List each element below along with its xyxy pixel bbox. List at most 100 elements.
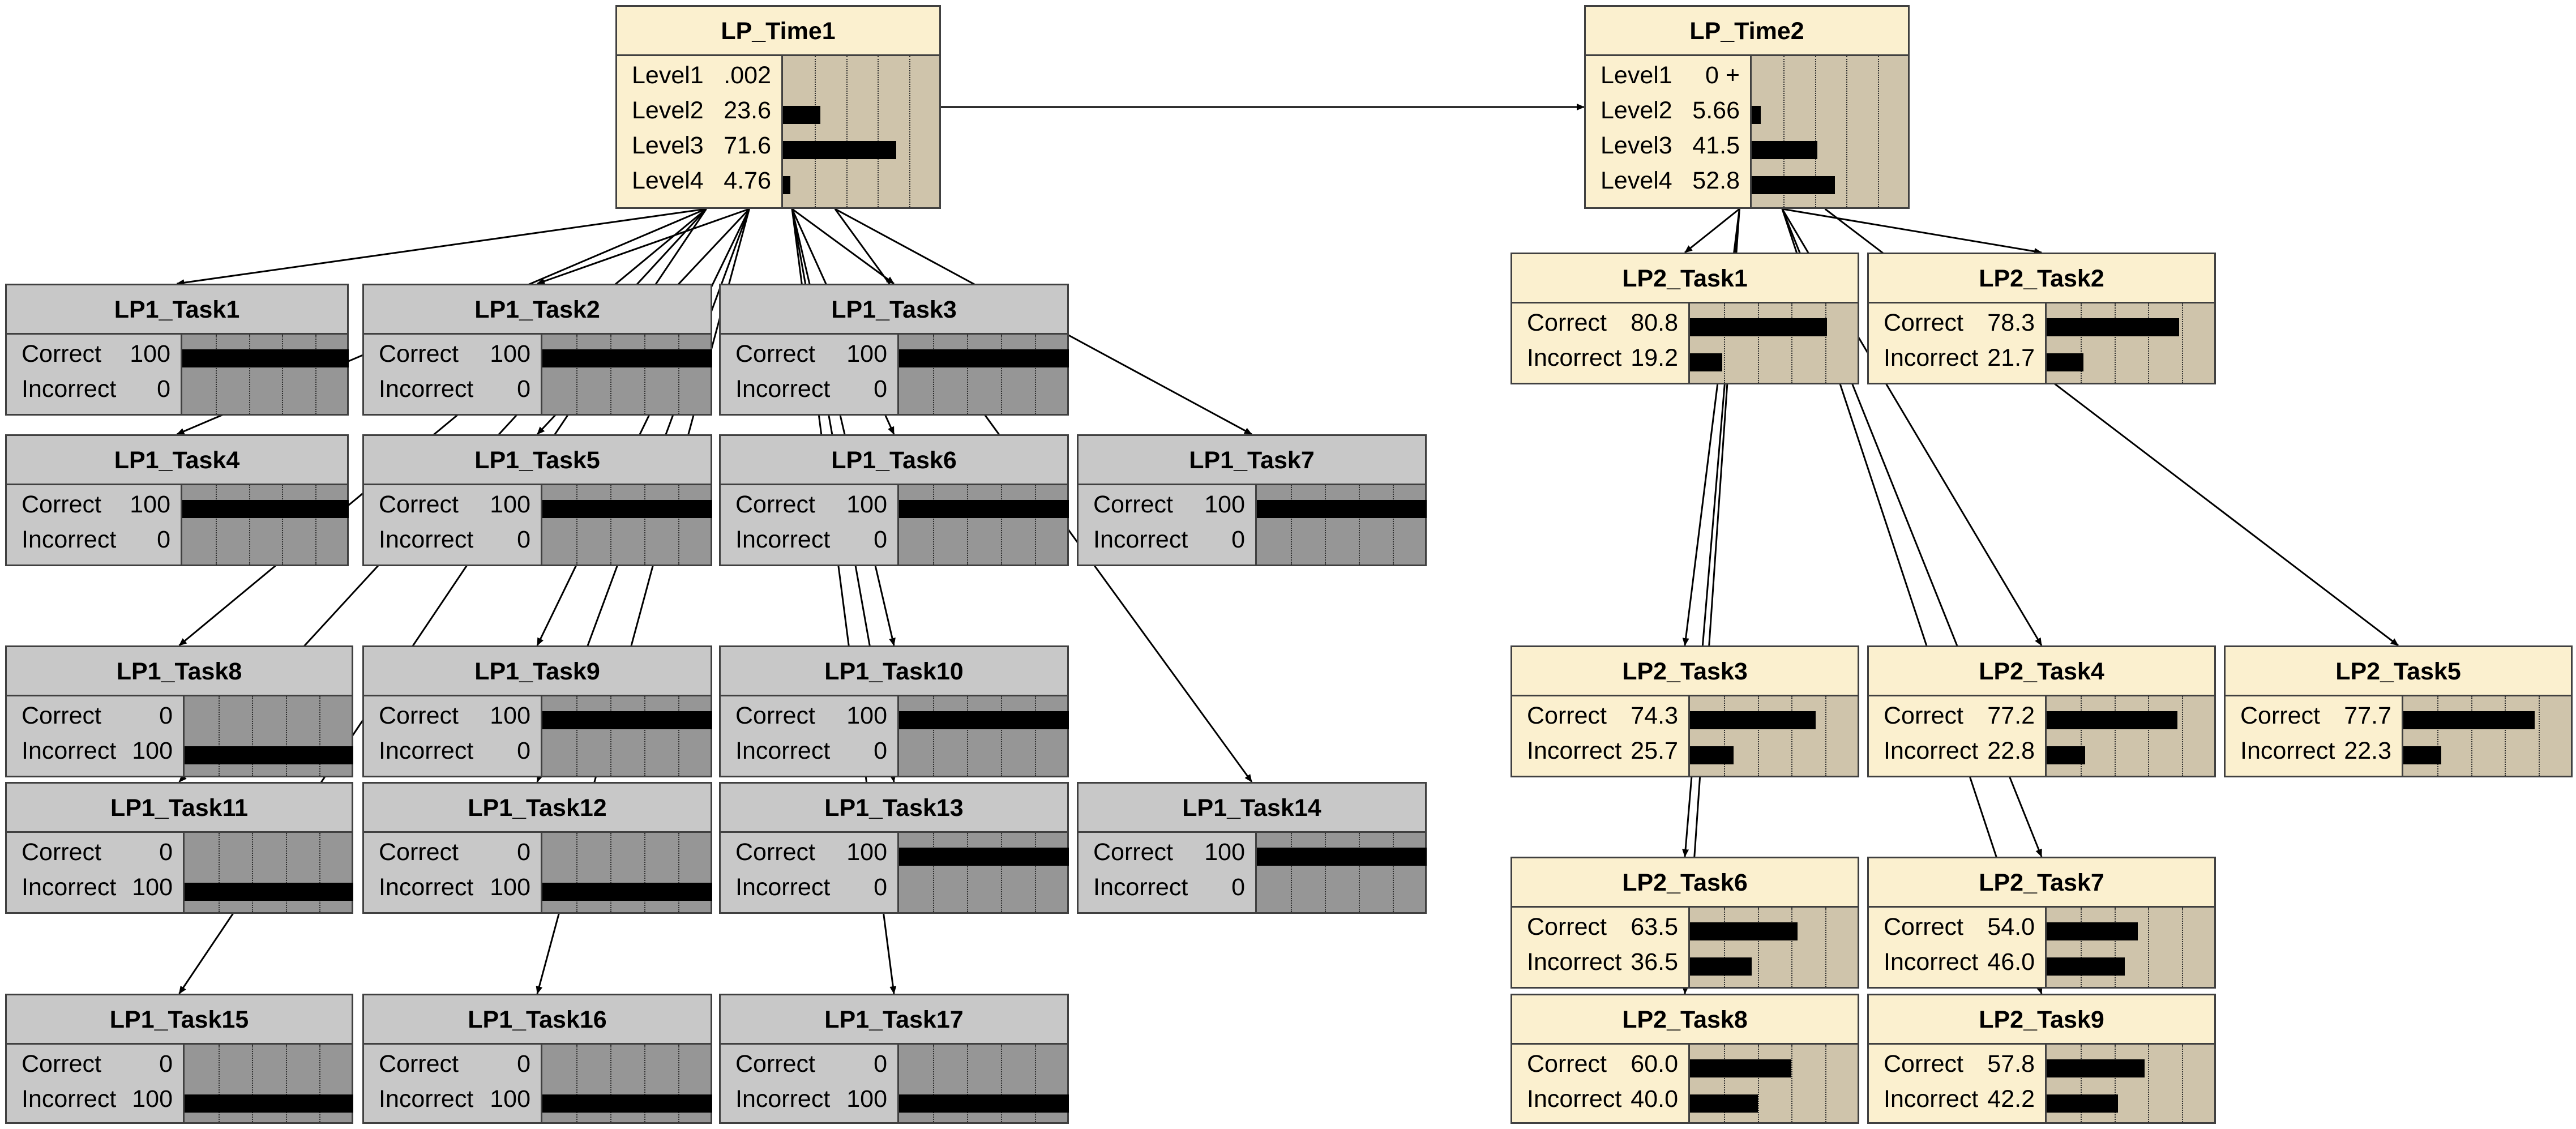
probability-bar	[1690, 922, 1798, 940]
state-probability: .002	[724, 62, 771, 89]
bar-gridline	[1825, 696, 1826, 776]
bar-gridline	[219, 833, 220, 912]
bar-gridline	[644, 696, 645, 776]
node-title: LP1_Task14	[1079, 784, 1425, 833]
probability-bar-area	[1688, 303, 1858, 383]
node-title: LP1_Task1	[7, 285, 347, 335]
state-probability: 100	[490, 874, 530, 901]
state-name: Correct	[22, 340, 101, 367]
state-name: Incorrect	[735, 737, 831, 764]
state-name: Incorrect	[1093, 874, 1188, 901]
probability-bar	[185, 746, 353, 764]
bar-gridline	[1758, 1045, 1759, 1122]
probability-bar	[899, 1094, 1069, 1113]
state-probability: 23.6	[724, 97, 771, 124]
state-probability: 100	[132, 874, 173, 901]
node-title: LP2_Task3	[1512, 647, 1858, 696]
bar-gridline	[2081, 303, 2082, 383]
node-title: LP1_Task5	[364, 436, 711, 485]
state-probability: 42.2	[1987, 1085, 2035, 1113]
bar-gridline	[678, 1045, 679, 1122]
state-name: Incorrect	[1884, 948, 1979, 976]
probability-bar	[185, 1094, 353, 1113]
bar-gridline	[2505, 696, 2506, 776]
state-probability: 40.0	[1631, 1085, 1678, 1113]
state-name: Correct	[379, 340, 459, 367]
bar-gridline	[219, 696, 220, 776]
state-name: Correct	[1884, 702, 1963, 729]
probability-bar	[182, 500, 349, 518]
state-name: Correct	[1884, 1050, 1963, 1077]
bar-gridline	[1291, 833, 1292, 912]
state-name: Correct	[379, 702, 459, 729]
probability-bar	[1752, 141, 1817, 159]
probability-bar-area	[1255, 485, 1427, 564]
state-name: Incorrect	[22, 526, 117, 553]
node-title: LP2_Task8	[1512, 995, 1858, 1045]
probability-bar	[2403, 711, 2535, 729]
state-probability: 77.7	[2344, 702, 2391, 729]
probability-bar	[2047, 922, 2138, 940]
bar-gridline	[576, 335, 577, 414]
state-probability: 0	[517, 737, 530, 764]
state-probability: 0 +	[1705, 62, 1740, 89]
probability-bar-area	[897, 833, 1069, 912]
state-probability: 0	[517, 839, 530, 866]
state-name: Incorrect	[1527, 1085, 1622, 1113]
bar-gridline	[610, 335, 611, 414]
state-name: Correct	[1093, 839, 1173, 866]
state-name: Correct	[735, 1050, 815, 1077]
probability-bar-area	[2045, 696, 2214, 776]
node-title: LP2_Task9	[1869, 995, 2214, 1045]
state-probability: 0	[159, 702, 173, 729]
state-name: Correct	[379, 491, 459, 518]
state-name: Correct	[22, 1050, 101, 1077]
probability-bar	[899, 848, 1069, 866]
state-probability: 5.66	[1692, 97, 1740, 124]
probability-bar-area	[183, 833, 353, 912]
probability-bar	[2047, 1059, 2145, 1077]
bar-gridline	[2081, 908, 2082, 987]
bar-gridline	[2081, 1045, 2082, 1122]
bar-gridline	[315, 485, 316, 564]
state-name: Incorrect	[1884, 737, 1979, 764]
state-name: Correct	[1527, 913, 1607, 940]
probability-bar	[2047, 957, 2125, 976]
bar-gridline	[2148, 303, 2149, 383]
node-title: LP2_Task2	[1869, 254, 2214, 303]
